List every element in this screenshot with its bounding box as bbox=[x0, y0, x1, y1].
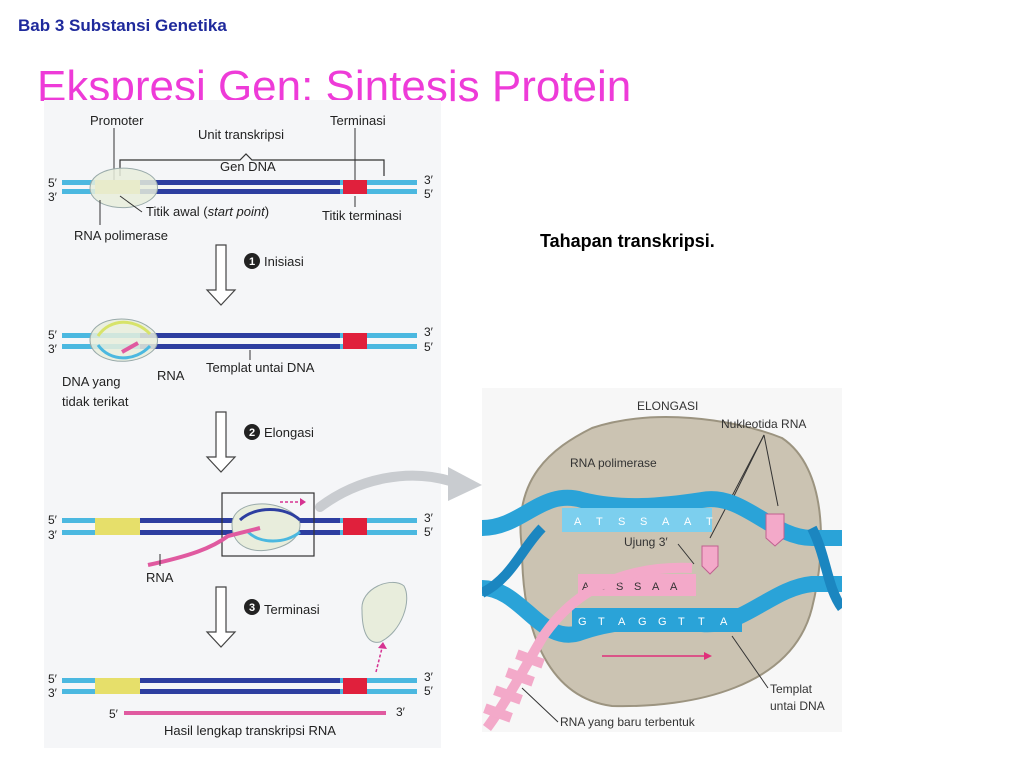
svg-text:3′: 3′ bbox=[48, 686, 58, 700]
released-polymerase bbox=[361, 581, 408, 643]
stage3-dna bbox=[62, 678, 417, 694]
rna-baru-label: RNA yang baru terbentuk bbox=[560, 715, 696, 729]
svg-text:A: A bbox=[652, 581, 660, 593]
svg-text:A: A bbox=[574, 516, 582, 528]
svg-text:T: T bbox=[678, 616, 685, 628]
svg-text:5′: 5′ bbox=[424, 187, 434, 201]
ujung3-label: Ujung 3′ bbox=[624, 535, 668, 549]
svg-text:5′: 5′ bbox=[424, 340, 434, 354]
hasil-label: Hasil lengkap transkripsi RNA bbox=[164, 723, 336, 738]
svg-text:A: A bbox=[618, 616, 626, 628]
stage1-dna bbox=[62, 333, 417, 349]
svg-text:T: T bbox=[598, 616, 605, 628]
templat-label: Templat untai DNA bbox=[206, 360, 315, 375]
zoom-connector-arrow bbox=[315, 467, 482, 512]
svg-text:A: A bbox=[720, 616, 728, 628]
bottom-base-row: G T A G G T T A bbox=[572, 608, 742, 632]
svg-text:2: 2 bbox=[249, 427, 255, 439]
transcription-stages-figure: Promoter Terminasi Unit transkripsi Gen … bbox=[44, 100, 441, 748]
svg-text:G: G bbox=[658, 616, 667, 628]
templat-right-label: Templat bbox=[770, 682, 813, 696]
svg-text:3′: 3′ bbox=[48, 528, 58, 542]
titik-awal-label: Titik awal (start point) bbox=[146, 204, 269, 219]
figure-caption: Tahapan transkripsi. bbox=[540, 231, 715, 251]
rna-polimerase-right-label: RNA polimerase bbox=[570, 456, 657, 470]
svg-text:G: G bbox=[638, 616, 647, 628]
stage-arrow-2 bbox=[205, 411, 237, 473]
svg-text:5′: 5′ bbox=[424, 684, 434, 698]
rna-polymerase-blob-2 bbox=[89, 318, 158, 362]
dna-yang-label: DNA yang bbox=[62, 374, 121, 389]
svg-text:tidak terikat: tidak terikat bbox=[62, 394, 129, 409]
svg-text:3′: 3′ bbox=[424, 670, 434, 684]
elongation-detail-figure: ELONGASI Nukleotida RNA RNA polimerase A… bbox=[482, 388, 842, 732]
stage-arrow-3 bbox=[205, 586, 237, 648]
svg-text:A: A bbox=[662, 516, 670, 528]
svg-text:3: 3 bbox=[249, 602, 255, 614]
svg-text:1: 1 bbox=[249, 256, 255, 268]
svg-text:5′: 5′ bbox=[48, 328, 58, 342]
gen-dna-label: Gen DNA bbox=[220, 159, 276, 174]
svg-text:T: T bbox=[596, 516, 603, 528]
polymerase-body bbox=[519, 416, 822, 708]
rna-transcript bbox=[124, 711, 386, 715]
step-3-label: Terminasi bbox=[264, 602, 320, 617]
elongasi-label: ELONGASI bbox=[637, 399, 698, 413]
svg-text:3′: 3′ bbox=[48, 342, 58, 356]
svg-text:S: S bbox=[634, 581, 641, 593]
titik-terminasi-label: Titik terminasi bbox=[322, 208, 402, 223]
top-base-row: A T S S A A T bbox=[562, 508, 713, 532]
unit-bracket bbox=[119, 153, 385, 176]
svg-text:3′: 3′ bbox=[396, 705, 406, 719]
rna-polimerase-label: RNA polimerase bbox=[74, 228, 168, 243]
svg-text:A: A bbox=[582, 581, 590, 593]
promoter-label: Promoter bbox=[90, 113, 144, 128]
rna-label-2: RNA bbox=[146, 570, 174, 585]
svg-text:3′: 3′ bbox=[48, 190, 58, 204]
svg-text:3′: 3′ bbox=[424, 173, 434, 187]
svg-text:untai DNA: untai DNA bbox=[770, 699, 825, 713]
rna-label-1: RNA bbox=[157, 368, 185, 383]
svg-text:3′: 3′ bbox=[424, 511, 434, 525]
svg-text:T: T bbox=[706, 516, 713, 528]
svg-text:5′: 5′ bbox=[424, 525, 434, 539]
svg-text:5′: 5′ bbox=[48, 672, 58, 686]
svg-text:G: G bbox=[578, 616, 587, 628]
svg-text:5′: 5′ bbox=[109, 707, 119, 721]
svg-text:3′: 3′ bbox=[424, 325, 434, 339]
svg-text:T: T bbox=[698, 616, 705, 628]
svg-text:A: A bbox=[670, 581, 678, 593]
rna-polymerase-blob bbox=[89, 167, 158, 209]
step-1-label: Inisiasi bbox=[264, 254, 304, 269]
stage-arrow-1 bbox=[205, 244, 237, 306]
svg-text:A: A bbox=[684, 516, 692, 528]
nukleotida-label: Nukleotida RNA bbox=[721, 417, 806, 431]
chapter-label: Bab 3 Substansi Genetika bbox=[18, 16, 227, 35]
terminasi-top-label: Terminasi bbox=[330, 113, 386, 128]
unit-transkripsi-label: Unit transkripsi bbox=[198, 127, 284, 142]
svg-text:5′: 5′ bbox=[48, 513, 58, 527]
svg-text:5′: 5′ bbox=[48, 176, 58, 190]
new-rna-strand bbox=[482, 562, 693, 731]
step-2-label: Elongasi bbox=[264, 425, 314, 440]
svg-text:S: S bbox=[618, 516, 625, 528]
svg-text:S: S bbox=[616, 581, 623, 593]
rna-strand-elongation bbox=[147, 526, 261, 567]
svg-text:S: S bbox=[640, 516, 647, 528]
